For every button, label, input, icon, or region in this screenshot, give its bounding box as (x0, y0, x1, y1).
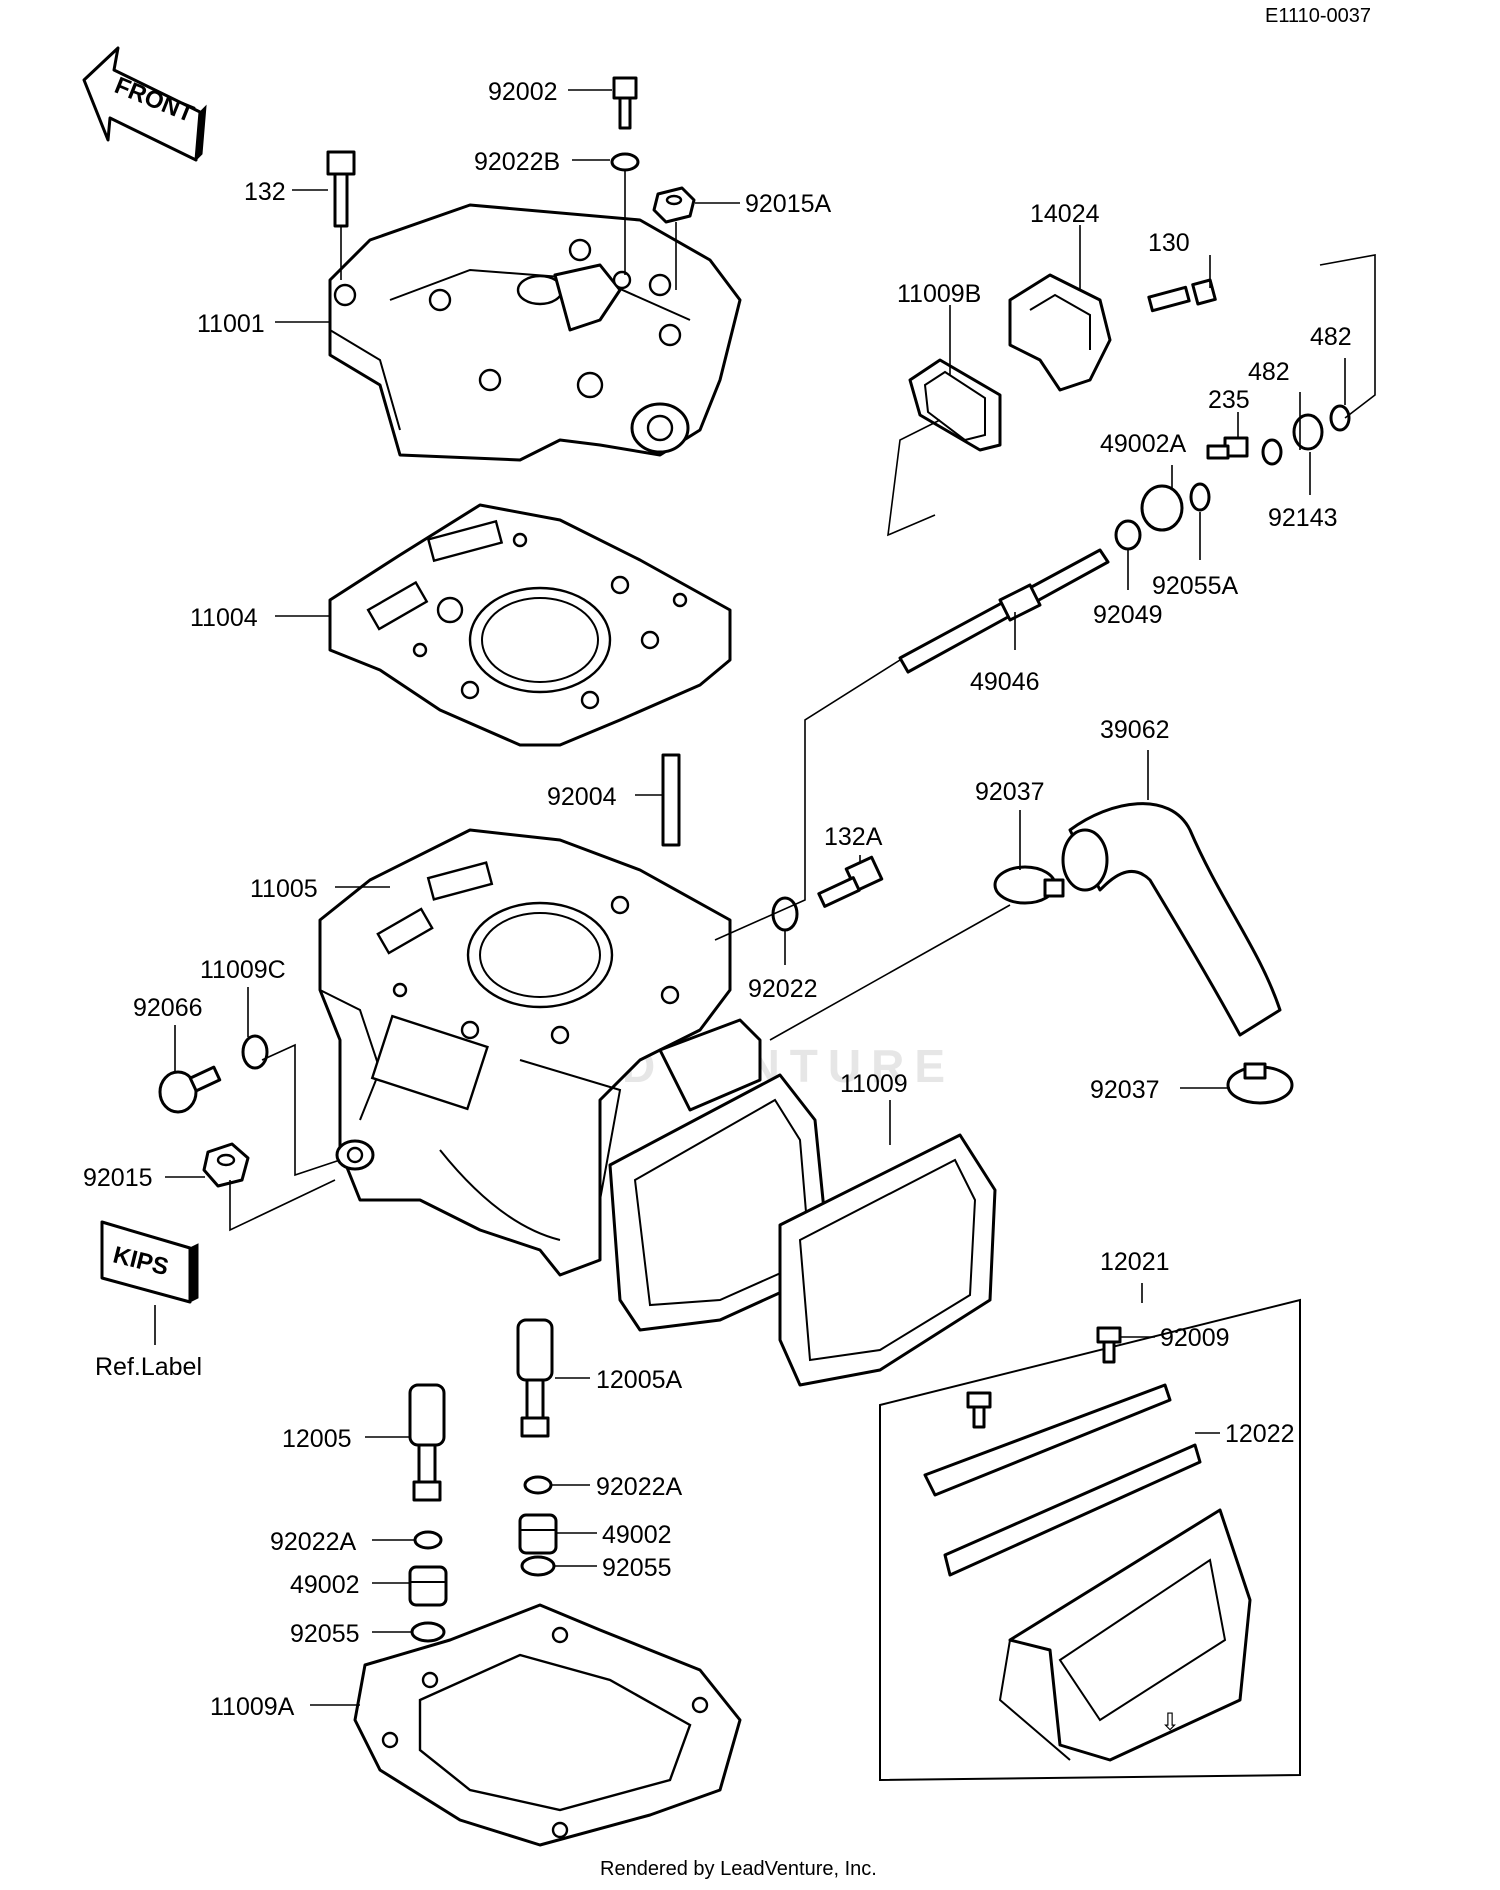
ring-92055-a (520, 1555, 556, 1577)
shaft-49046 (898, 548, 1110, 674)
bolt-130 (1147, 278, 1217, 313)
label-49002-b: 49002 (290, 1571, 360, 1599)
washer-11009c (241, 1034, 269, 1070)
label-92037-b: 92037 (1090, 1076, 1160, 1104)
head-gasket (328, 503, 732, 747)
label-11004: 11004 (190, 604, 258, 632)
label-12005a: 12005A (596, 1366, 683, 1394)
nut-92015 (202, 1142, 250, 1188)
washer-92022a-a (523, 1475, 553, 1495)
label-132: 132 (244, 178, 286, 206)
label-92143: 92143 (1268, 504, 1338, 532)
label-92055-a: 92055 (602, 1554, 672, 1582)
label-130: 130 (1148, 229, 1190, 257)
label-92022a-b: 92022A (270, 1528, 357, 1556)
label-92037-a: 92037 (975, 778, 1045, 806)
reed-valve-assembly: ⇩ (879, 1298, 1301, 1782)
label-92055-b: 92055 (290, 1620, 360, 1648)
label-92015: 92015 (83, 1164, 153, 1192)
bolt-92066 (158, 1065, 222, 1114)
cylinder-head (328, 203, 742, 462)
label-11009: 11009 (840, 1070, 908, 1098)
label-92002: 92002 (488, 78, 558, 106)
label-11009c: 11009C (200, 956, 286, 984)
label-49002a: 49002A (1100, 430, 1187, 458)
footer-credit: Rendered by LeadVenture, Inc. (600, 1858, 877, 1880)
label-92004: 92004 (547, 783, 617, 811)
label-132a: 132A (824, 823, 883, 851)
label-49046: 49046 (970, 668, 1040, 696)
base-gasket (353, 1603, 742, 1847)
bolt-132a (817, 855, 884, 908)
seal-49002-b (408, 1565, 448, 1607)
cover-14024 (1008, 273, 1112, 392)
label-11009b: 11009B (897, 280, 981, 308)
part-labels: 92002 92022B 92015A 132 11001 14024 130 … (83, 78, 1352, 1721)
washer-92022a-b (413, 1530, 443, 1550)
label-92022b: 92022B (474, 148, 560, 176)
label-12021: 12021 (1100, 1248, 1170, 1276)
label-14024: 14024 (1030, 200, 1100, 228)
kips-badge: KIPS (100, 1220, 199, 1304)
label-92049: 92049 (1093, 601, 1163, 629)
label-49002-a: 49002 (602, 1521, 672, 1549)
bolt-235 (1206, 436, 1249, 460)
washer-482-b (1329, 404, 1351, 432)
collar-92143 (1292, 413, 1324, 451)
washer-92022b (610, 152, 640, 172)
label-235: 235 (1208, 386, 1250, 414)
ring-92055a (1189, 482, 1211, 512)
front-arrow-icon: FRONT (82, 46, 207, 162)
bolt-132 (326, 150, 356, 228)
nut-92015a (652, 186, 696, 224)
label-11001: 11001 (197, 310, 265, 338)
gasket-11009b (908, 358, 1002, 452)
clamp-92037-a (993, 865, 1065, 905)
label-482-a: 482 (1310, 323, 1352, 351)
label-92055a: 92055A (1152, 572, 1239, 600)
leader-lines (154, 89, 1376, 1706)
screw-92009 (1096, 1326, 1122, 1364)
label-482-b: 482 (1248, 358, 1290, 386)
ref-label-caption: Ref.Label (95, 1353, 202, 1381)
washer-482-a (1261, 438, 1283, 466)
seal-49002-a (518, 1513, 558, 1555)
label-12005: 12005 (282, 1425, 352, 1453)
clamp-92037-b (1226, 1062, 1294, 1105)
label-92022a-a: 92022A (596, 1473, 683, 1501)
screw-12022 (966, 1391, 992, 1429)
arrow-down-icon: ⇩ (1160, 1708, 1180, 1736)
label-11009a: 11009A (210, 1693, 295, 1721)
exhaust-valve-12005a (516, 1318, 554, 1438)
label-92015a: 92015A (745, 190, 832, 218)
label-92066: 92066 (133, 994, 203, 1022)
label-92022: 92022 (748, 975, 818, 1003)
label-39062: 39062 (1100, 716, 1170, 744)
label-11005: 11005 (250, 875, 318, 903)
ring-92055-b (410, 1621, 446, 1643)
stud-92004 (661, 753, 681, 847)
label-12022: 12022 (1225, 1420, 1295, 1448)
label-92009: 92009 (1160, 1324, 1230, 1352)
seal-92049 (1114, 519, 1142, 551)
bearing-49002a (1140, 484, 1184, 532)
diagram-code: E1110-0037 (1265, 5, 1371, 27)
reed-valve-gasket (608, 1073, 997, 1387)
exhaust-valve-12005 (408, 1383, 446, 1502)
bolt-92002 (612, 76, 638, 130)
hose-39062 (1061, 802, 1282, 1037)
washer-92022 (771, 896, 799, 932)
cylinder-block (318, 828, 762, 1277)
